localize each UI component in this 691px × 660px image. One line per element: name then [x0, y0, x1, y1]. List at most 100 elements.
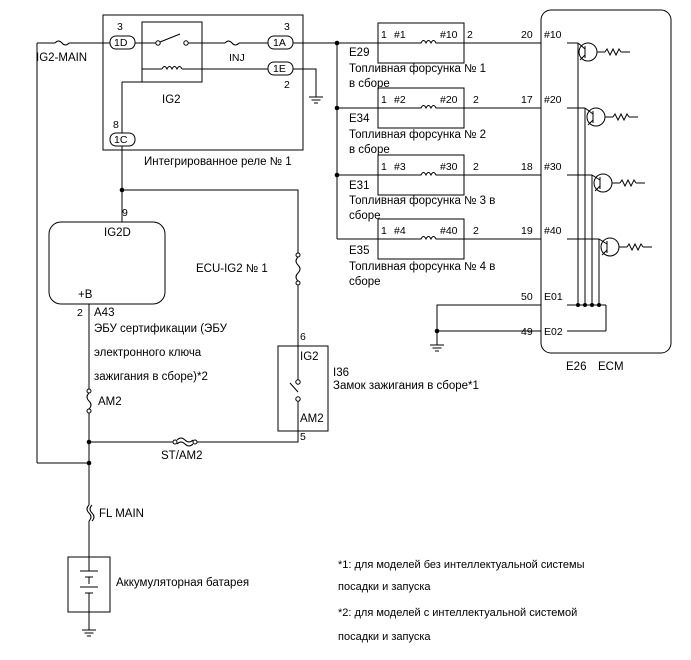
- footnote-1-line2: посадки и запуска: [338, 581, 431, 593]
- injector-4-ecm-terminal: #40: [544, 225, 562, 237]
- ecm-transistor-4: [567, 237, 652, 305]
- injector-2-ecm-terminal: #20: [544, 94, 562, 106]
- injector-3-name-line2: сборе: [349, 210, 381, 222]
- cert-ecu-pin-b: 2: [77, 307, 83, 319]
- ecm-transistor-3: [567, 173, 645, 305]
- injector-1-ecm-pin: 20: [521, 29, 533, 41]
- injector-2-label: #2: [394, 94, 406, 106]
- injector-1-pin2: 2: [467, 29, 473, 41]
- stam2-fuse-label: ST/AM2: [161, 450, 203, 462]
- ecu-ig2-fuse-icon: [295, 256, 301, 282]
- ignition-pin-ig2: 6: [300, 331, 306, 343]
- stam2-fuse-icon-2: [176, 441, 194, 447]
- injector-4-name-line1: Топливная форсунка № 4 в: [349, 261, 495, 273]
- ig2-relay-label: IG2: [162, 94, 181, 106]
- injector-4-terminal: #40: [440, 225, 458, 237]
- wire-ig2-to-ecu-ig2: [122, 189, 299, 253]
- pin-1c: 8: [113, 119, 119, 131]
- ecu-ig2-fuse-terminal-bottom: [295, 280, 301, 286]
- cert-ecu-line2: электронного ключа: [94, 347, 202, 359]
- injector-3: 1 #3 #30 2 E31 Топливная форсунка № 3 в …: [349, 154, 562, 222]
- ecm-transistor-2: [567, 107, 638, 305]
- injector-3-pin2: 2: [473, 161, 479, 173]
- ignition-contact-bottom: [295, 396, 301, 402]
- ecu-ig2-fuse-label: ECU-IG2 № 1: [196, 263, 268, 275]
- bus-node-1: [334, 40, 340, 46]
- stam2-fuse-terminal-left: [172, 439, 178, 445]
- cert-ecu-id: A43: [94, 307, 114, 319]
- fl-main-fuse-icon-2: [89, 504, 95, 522]
- wire-1e-ground: [293, 68, 317, 97]
- injector-4-pin2: 2: [473, 225, 479, 237]
- injector-2-id: E34: [349, 113, 370, 125]
- integrated-relay-box: [102, 14, 304, 151]
- injector-1-coil: [378, 40, 464, 45]
- ignition-id: I36: [333, 367, 349, 379]
- pin-1d: 3: [117, 21, 123, 33]
- injector-1-ecm-terminal: #10: [544, 29, 562, 41]
- injector-3-name-line1: Топливная форсунка № 3 в: [349, 195, 495, 207]
- footnote-2-line1: *2: для моделей с интеллектуальной систе…: [338, 607, 577, 619]
- ignition-pin-am2: 5: [300, 431, 306, 443]
- pin-1a: 3: [284, 21, 290, 33]
- ignition-switch-blade: [289, 382, 299, 393]
- node-ig2-bus: [119, 187, 125, 193]
- injector-4-coil: [378, 236, 464, 241]
- ignition-name: Замок зажигания в сборе*1: [333, 380, 479, 392]
- injector-2: 1 #2 #20 2 E34 Топливная форсунка № 2 в …: [349, 87, 562, 156]
- ecm-node-3: [590, 303, 594, 307]
- injector-4-pin1: 1: [381, 225, 387, 237]
- relay-contact-right: [183, 40, 189, 46]
- cert-ecu-line3: зажигания в сборе)*2: [94, 371, 208, 383]
- injector-3-ecm-terminal: #30: [544, 161, 562, 173]
- am2-fuse-icon: [86, 392, 92, 410]
- ecm-node-1: [576, 303, 580, 307]
- injector-3-terminal: #30: [440, 161, 458, 173]
- ignition-ig2-label: IG2: [300, 351, 319, 363]
- footnote-2-line2: посадки и запуска: [338, 631, 431, 643]
- injector-1-terminal: #10: [440, 29, 458, 41]
- injector-2-coil: [378, 105, 464, 110]
- am2-fuse-terminal-bottom: [86, 408, 92, 414]
- node-main-feed: [86, 460, 92, 466]
- cert-ecu-b-plus: +B: [78, 289, 93, 301]
- injector-2-terminal: #20: [440, 94, 458, 106]
- integrated-relay-label: Интегрированное реле № 1: [144, 156, 292, 168]
- connector-1c-label: 1C: [114, 134, 128, 146]
- ecm-e01-label: E01: [544, 291, 563, 303]
- ecm-name: ECM: [598, 361, 624, 373]
- ecm-e01-pin: 50: [521, 291, 533, 303]
- injector-4: 1 #4 #40 2 E35 Топливная форсунка № 4 в …: [349, 218, 562, 288]
- ecm-node-4: [597, 303, 601, 307]
- injector-2-name-line2: в сборе: [349, 144, 390, 156]
- ecm-transistor-1: [567, 42, 630, 305]
- injector-4-ecm-pin: 19: [521, 225, 533, 237]
- connector-1d-label: 1D: [114, 37, 128, 49]
- injector-1-label: #1: [394, 29, 406, 41]
- relay-switch-blade: [159, 33, 181, 43]
- injector-4-name-line2: сборе: [349, 276, 381, 288]
- injector-2-pin1: 1: [381, 94, 387, 106]
- ig2-main-fuse-label: IG2-MAIN: [36, 52, 87, 64]
- injector-3-id: E31: [349, 180, 369, 192]
- cert-ecu-box: [48, 221, 166, 305]
- am2-fuse-terminal-top: [86, 388, 92, 394]
- injector-4-label: #4: [394, 225, 406, 237]
- injector-3-coil: [378, 172, 464, 177]
- ecu-ig2-fuse-terminal-top: [295, 252, 301, 258]
- battery-label: Аккумуляторная батарея: [116, 577, 249, 589]
- injector-4-id: E35: [349, 245, 369, 257]
- fl-main-fuse-icon: [86, 504, 92, 522]
- pin-1e: 2: [284, 79, 290, 91]
- connector-1a-label: 1A: [273, 37, 286, 49]
- injector-1: 1 #1 #10 2 E29 Топливная форсунка № 1 в …: [349, 22, 562, 90]
- ignition-switch-box: [277, 345, 329, 432]
- ecm-e02-label: E02: [544, 326, 563, 338]
- injector-3-pin1: 1: [381, 161, 387, 173]
- injector-1-name-line1: Топливная форсунка № 1: [349, 63, 486, 75]
- connector-1e-label: 1E: [273, 63, 286, 75]
- injector-2-name-line1: Топливная форсунка № 2: [349, 129, 486, 141]
- injector-2-pin2: 2: [473, 94, 479, 106]
- footnote-1-line1: *1: для моделей без интеллектуальной сис…: [338, 559, 585, 571]
